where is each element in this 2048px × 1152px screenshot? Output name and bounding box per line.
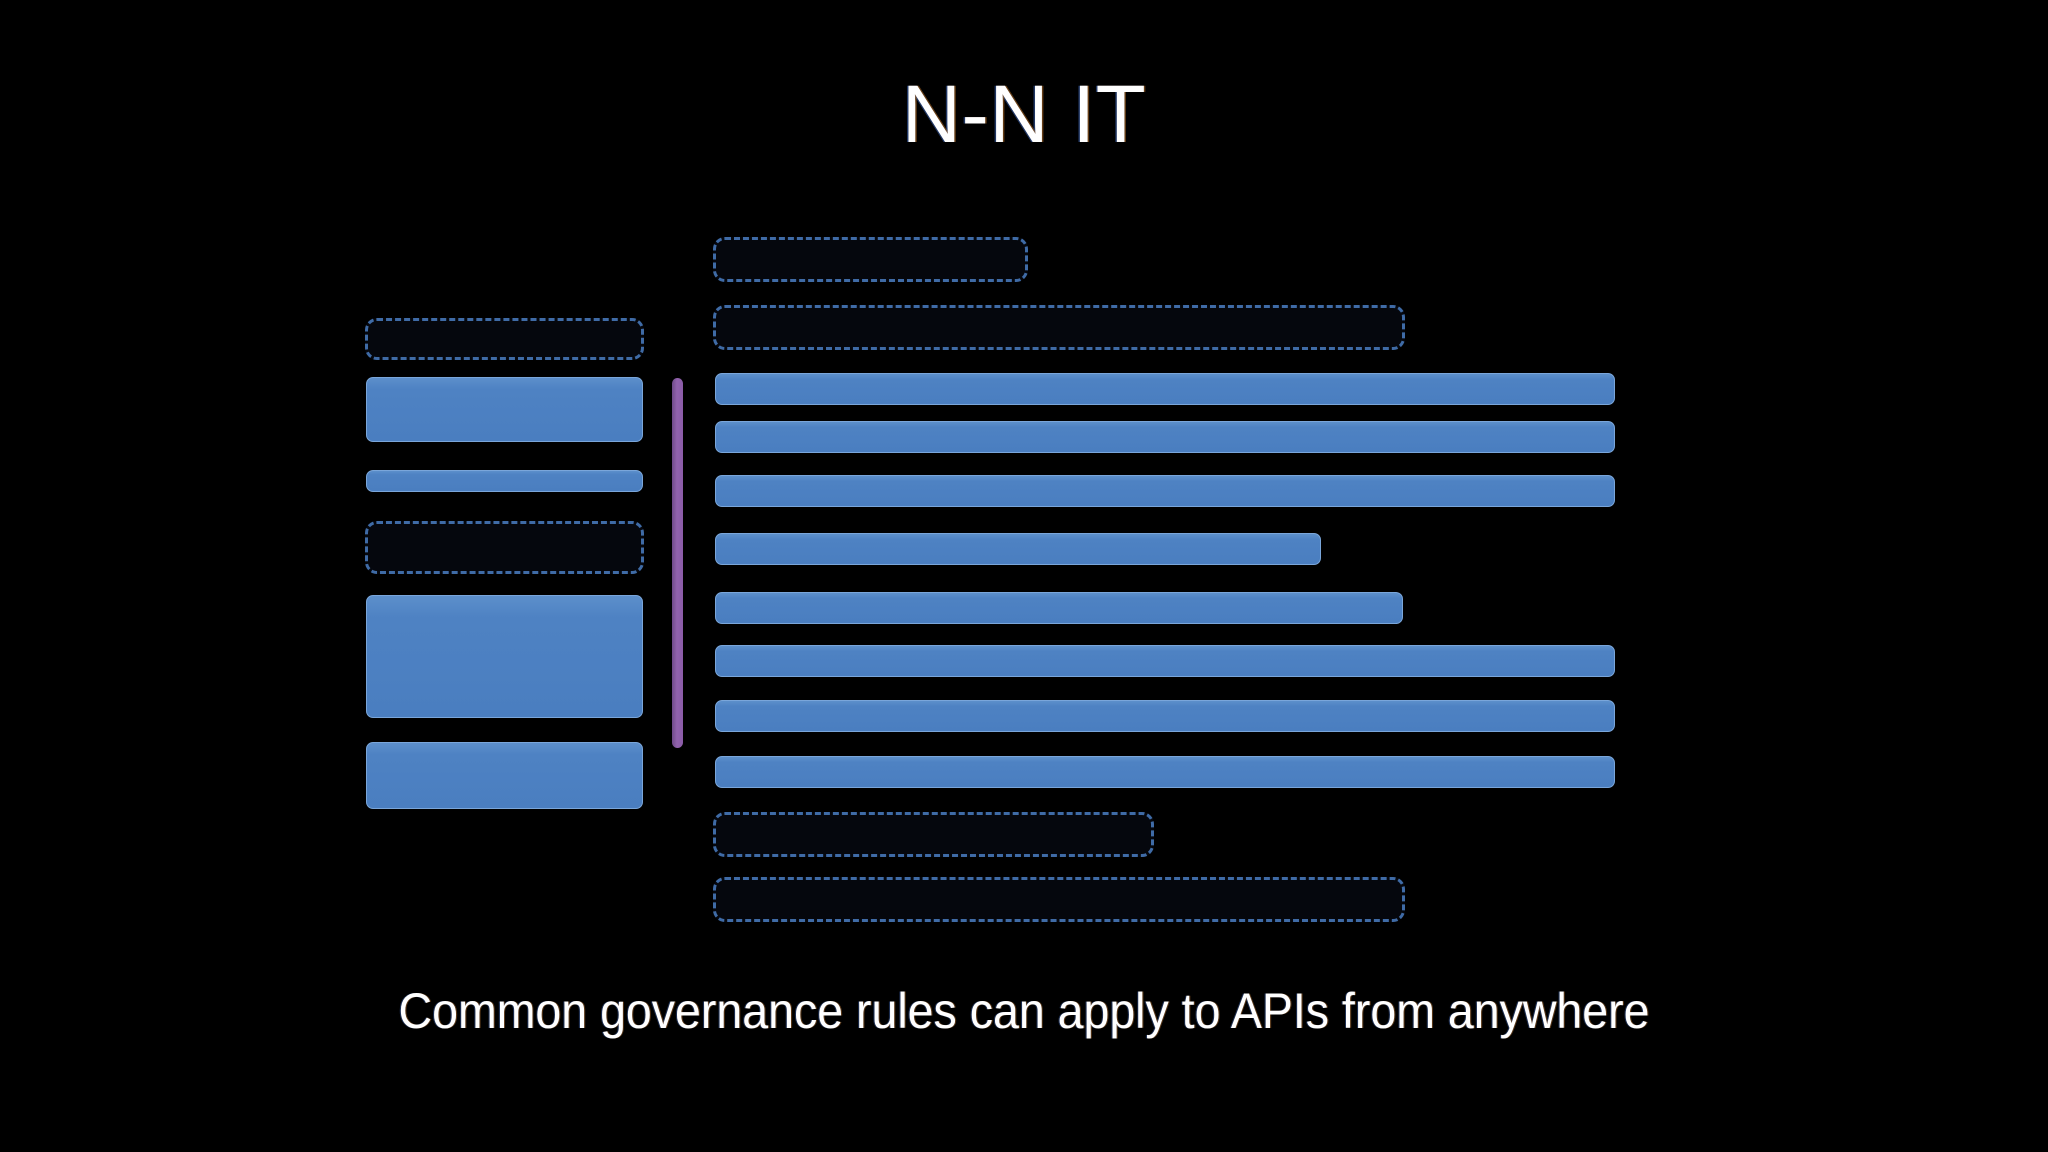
left-block-1	[366, 377, 643, 442]
right-bar-8	[715, 756, 1615, 788]
right-bar-7	[715, 700, 1615, 732]
right-dashed-placeholder-bottom-1	[713, 812, 1154, 857]
slide-caption: Common governance rules can apply to API…	[398, 983, 1650, 1039]
left-dashed-placeholder-2	[365, 521, 644, 574]
left-block-3	[366, 742, 643, 809]
right-dashed-placeholder-top-2	[713, 305, 1405, 350]
purple-vertical-divider	[672, 378, 683, 748]
right-bar-1	[715, 373, 1615, 405]
page-title: N-N IT	[901, 69, 1147, 160]
left-thin-bar	[366, 470, 643, 492]
left-block-2	[366, 595, 643, 718]
right-dashed-placeholder-top-1	[713, 237, 1028, 282]
right-bar-2	[715, 421, 1615, 453]
right-dashed-placeholder-bottom-2	[713, 877, 1405, 922]
right-bar-4	[715, 533, 1321, 565]
right-bar-6	[715, 645, 1615, 677]
right-bar-3	[715, 475, 1615, 507]
right-bar-5	[715, 592, 1403, 624]
left-dashed-placeholder-1	[365, 318, 644, 360]
